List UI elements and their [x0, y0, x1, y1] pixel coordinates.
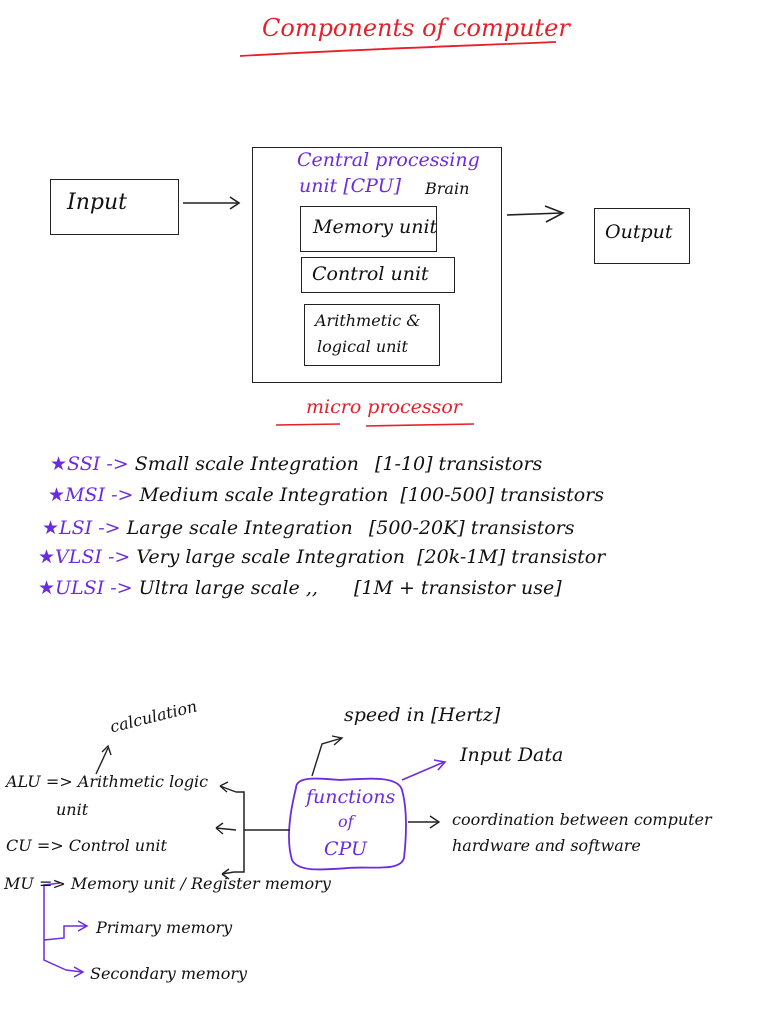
alu-func-line2: unit [56, 800, 89, 819]
cpu-brain-note: Brain [425, 179, 470, 198]
alu-label-line1: Arithmetic & [315, 311, 421, 330]
alu-box: Arithmetic & logical unit [304, 304, 440, 366]
coordination-line2: hardware and software [452, 836, 641, 855]
integration-item: ★SSI -> Small scale Integration [1-10] t… [50, 453, 543, 475]
functions-of-cpu-line2: of [338, 812, 354, 831]
alu-func-line1: ALU => Arithmetic logic [6, 772, 209, 791]
integration-item: ★VLSI -> Very large scale Integration [2… [38, 546, 606, 568]
mu-func: MU => Memory unit / Register memory [4, 874, 331, 893]
integration-item: ★ULSI -> Ultra large scale ,, [1M + tran… [38, 577, 562, 599]
memory-unit-label: Memory unit [313, 216, 438, 238]
integration-item: ★LSI -> Large scale Integration [500-20K… [42, 517, 575, 539]
secondary-memory: Secondary memory [90, 964, 248, 983]
cpu-title-line1: Central processing [297, 149, 480, 171]
page-title: Components of computer [262, 14, 570, 42]
cpu-title-line2: unit [CPU] [299, 175, 402, 197]
input-box: Input [50, 179, 179, 235]
input-label: Input [67, 190, 127, 215]
coordination-line1: coordination between computer [452, 810, 712, 829]
input-data-label: Input Data [460, 744, 564, 766]
speed-label: speed in [Hertz] [344, 704, 501, 726]
alu-label-line2: logical unit [317, 337, 408, 356]
output-label: Output [605, 221, 673, 243]
integration-item: ★MSI -> Medium scale Integration [100-50… [48, 484, 605, 506]
primary-memory: Primary memory [96, 918, 233, 937]
output-box: Output [594, 208, 690, 264]
control-unit-box: Control unit [301, 257, 455, 293]
micro-processor-label: micro processor [306, 396, 462, 418]
cu-func: CU => Control unit [6, 836, 167, 855]
functions-of-cpu-line1: functions [306, 786, 396, 808]
cpu-box: Central processing unit [CPU] Brain [252, 147, 502, 383]
control-unit-label: Control unit [312, 263, 429, 285]
functions-of-cpu-line3: CPU [324, 838, 368, 860]
memory-unit-box: Memory unit [300, 206, 437, 252]
